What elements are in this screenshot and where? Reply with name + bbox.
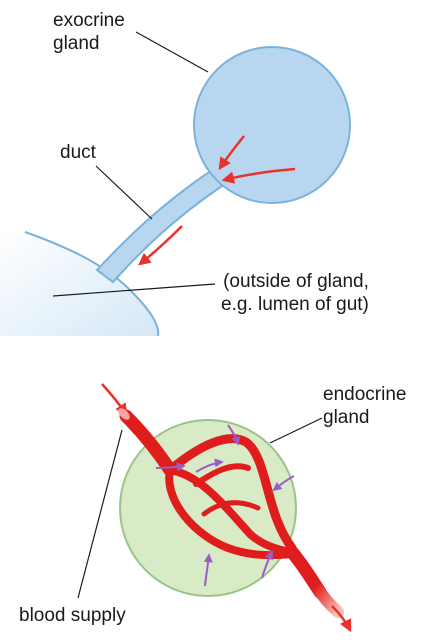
leader-line-blood-supply	[78, 430, 122, 598]
leader-line-exocrine	[136, 32, 208, 72]
leader-line-duct	[96, 166, 152, 219]
label-blood-supply: blood supply	[19, 604, 126, 627]
exocrine-gland	[194, 47, 350, 203]
leader-line-endocrine	[270, 418, 322, 443]
duct	[97, 170, 222, 282]
label-exocrine-gland: exocrine gland	[53, 9, 125, 55]
label-outside-of-gland: (outside of gland, e.g. lumen of gut)	[221, 270, 369, 316]
label-endocrine-gland: endocrine gland	[323, 383, 406, 429]
label-duct: duct	[60, 141, 96, 164]
